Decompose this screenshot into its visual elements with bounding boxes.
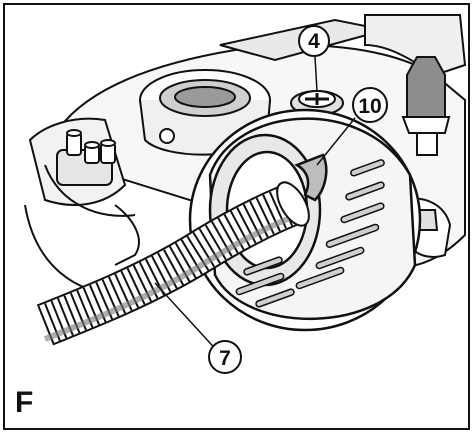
callout-7-label: 7	[219, 347, 231, 370]
corrugated-hose	[36, 181, 310, 346]
illustration: 4 10 7	[24, 14, 467, 374]
callout-10-label: 10	[358, 95, 381, 118]
callout-4-label: 4	[308, 30, 320, 53]
left-connector-block	[56, 129, 116, 186]
right-plug	[401, 56, 451, 156]
panel-letter: F	[15, 386, 34, 419]
callout-4: 4	[298, 25, 330, 57]
leader-lines	[154, 56, 356, 356]
callout-10: 10	[352, 87, 388, 123]
callout-7: 7	[208, 340, 242, 374]
figure-frame: 4 10 7	[3, 3, 470, 430]
